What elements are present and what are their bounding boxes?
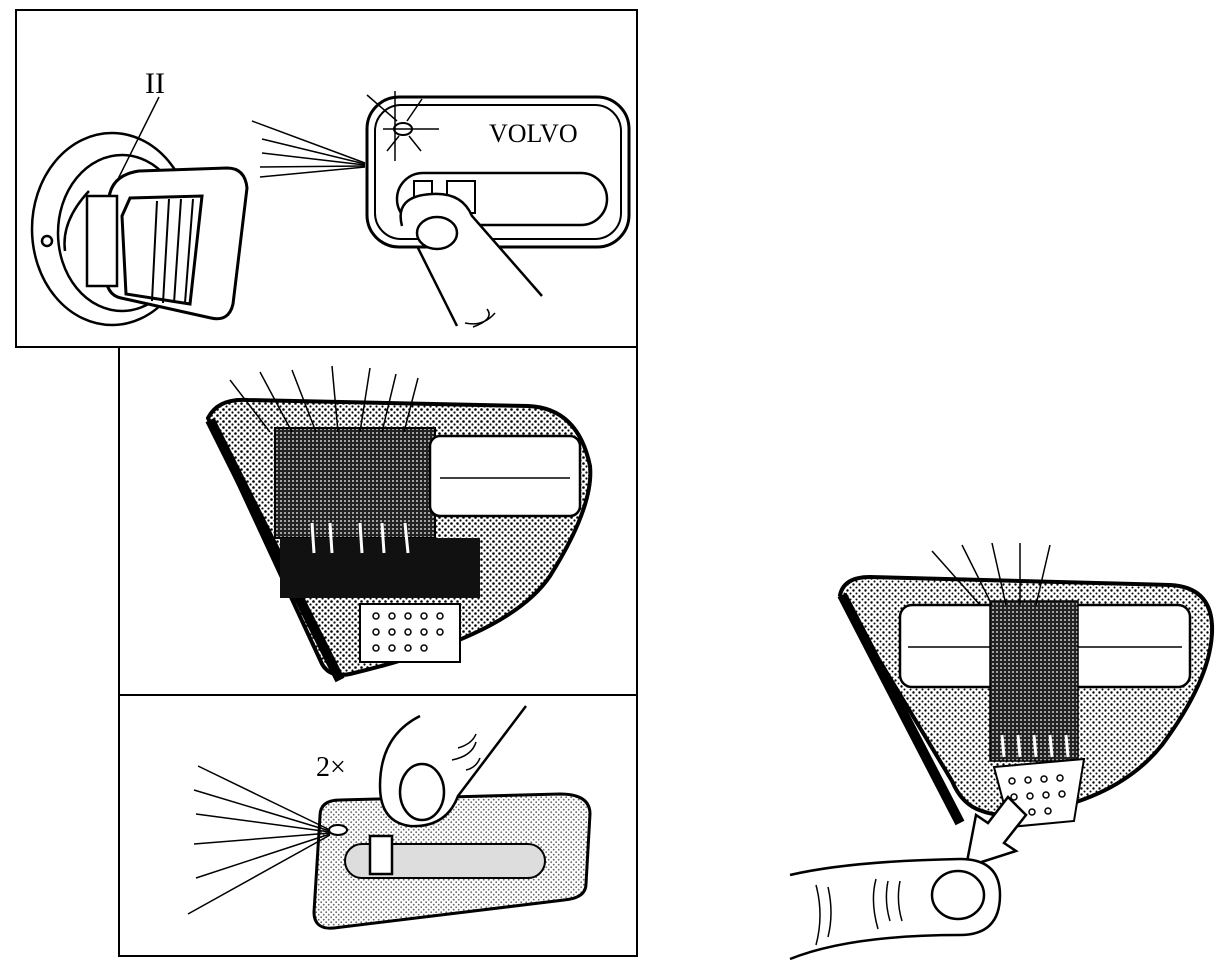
remote-circuit-board-icon <box>205 397 593 683</box>
remote-circuit-board-icon <box>837 574 1215 829</box>
step3-illustration: 2× <box>187 705 592 930</box>
brand-label: VOLVO <box>489 119 578 148</box>
step3-panel: 2× <box>118 694 638 957</box>
led-rays <box>187 765 331 915</box>
ignition-position-label: II <box>145 67 165 100</box>
flashing-led-icon <box>366 91 439 161</box>
finger-icon <box>399 192 543 328</box>
step2-illustration <box>205 365 593 683</box>
step1-panel: II VOLVO <box>15 9 638 348</box>
push-arrow-icon <box>964 795 1028 869</box>
key-head-icon <box>85 166 249 321</box>
remote-control-icon <box>312 792 592 930</box>
press-count-label: 2× <box>316 752 346 783</box>
led-rays <box>931 542 1051 606</box>
step1-illustration: II VOLVO <box>30 67 631 328</box>
finger-icon <box>789 857 1002 961</box>
step2-panel <box>118 346 638 696</box>
led-rays <box>229 365 419 433</box>
light-rays <box>251 120 366 178</box>
battery-removal-illustration <box>780 535 1220 965</box>
finger-icon <box>378 705 527 828</box>
